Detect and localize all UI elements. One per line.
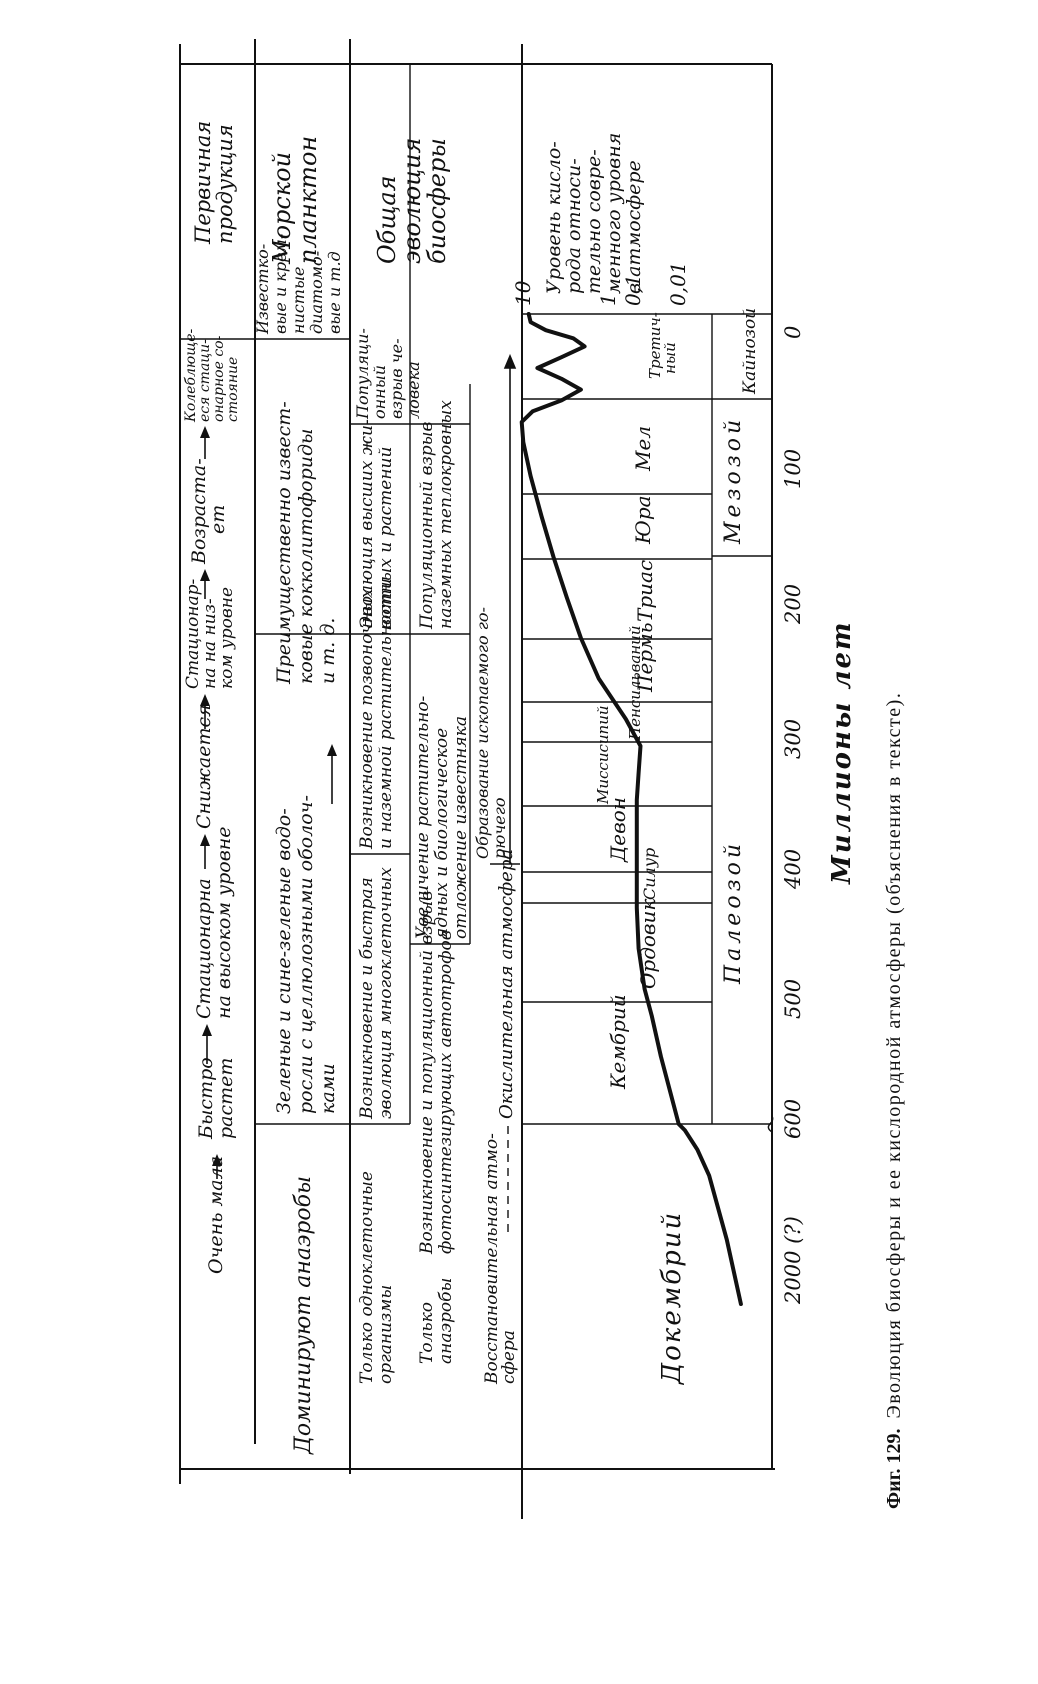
period-triassic: Триас (633, 560, 657, 622)
stage-very-small: Очень мала (205, 1156, 227, 1274)
period-mississippian: Миссисипий (594, 705, 612, 805)
period-ordovician: Ордовик (636, 899, 660, 989)
brace-600 (767, 1115, 774, 1133)
bio-photosynthesis: Возникновение и популяционный взрывфотос… (417, 891, 456, 1255)
biosphere-title: Общаяэволюциябиосферы (373, 138, 451, 264)
biosphere-row: Только одноклеточныеорганизмы Возникнове… (353, 328, 519, 1385)
rotated-diagram: Первичнаяпродукция Морскойпланктон Общая… (179, 39, 905, 1519)
period-labels: Кембрий Ордовик Силур Девон Миссисипий П… (594, 312, 679, 1090)
plankton-dividers (180, 338, 350, 1125)
tick-400: 400 (781, 849, 805, 890)
plankton-coccoliths: Преимущественно извест-ковые кокколитофо… (273, 401, 339, 685)
bio-unicellular: Только одноклеточныеорганизмы (357, 1171, 396, 1384)
era-mesozoic: Мезозой (721, 416, 746, 545)
stage-increases: Возраста-ет (188, 458, 229, 565)
period-cretaceous: Мел (631, 426, 655, 472)
stage-stationary-high: Стационарнана высоком уровне (193, 826, 235, 1019)
era-precambrian: Докембрий (657, 1211, 687, 1385)
era-labels: Докембрий Палеозой Мезозой Кайнозой (657, 308, 760, 1385)
tick-200: 200 (781, 584, 805, 625)
bio-multicellular: Возникновение и быстраяэволюция многокле… (357, 867, 396, 1120)
period-cambrian: Кембрий (606, 994, 630, 1090)
arrow-6 (200, 426, 210, 438)
plankton-anaerobes: Доминируют анаэробы (291, 1176, 316, 1455)
plankton-row: Доминируют анаэробы Зеленые и сине-зелен… (253, 234, 344, 1455)
biosphere-dividers (350, 64, 471, 1125)
bio-reducing: Восстановительная атмо-сфера (482, 1133, 519, 1385)
primary-production-title: Первичнаяпродукция (191, 121, 237, 245)
o2-tick-01: 0,1 (621, 274, 645, 306)
bio-vertebrates-land: Возникновение позвоночныхи наземной раст… (357, 578, 396, 850)
period-devonian: Девон (606, 797, 630, 863)
period-permian: Пермь (633, 622, 657, 693)
period-dividers (522, 313, 772, 1125)
stage-fluctuating: Колеблюще-еся стаци-онарное со-стояние (183, 328, 241, 423)
figure-caption: Фиг. 129.Эволюция биосферы и ее кислород… (883, 692, 905, 1509)
arrow-1 (212, 1154, 222, 1166)
tick-2000: 2000 (?) (781, 1216, 805, 1305)
oxidizing-arrow (490, 353, 520, 865)
tick-300: 300 (781, 719, 805, 759)
bio-human-explosion: Популяци-онныйвзрыв че-ловека (353, 328, 423, 420)
o2-tick-10: 10 (511, 280, 535, 306)
stage-stationary-low: Стационар-на на низ-ком уровне (183, 578, 237, 689)
arrow-3 (200, 834, 210, 846)
row-titles: Первичнаяпродукция Морскойпланктон Общая… (191, 121, 645, 294)
plankton-arrow (327, 744, 337, 756)
production-row: Очень мала Быстрорастет Стационарнана вы… (183, 328, 241, 1274)
arrow-5 (200, 569, 210, 581)
tick-500: 500 (781, 979, 805, 1019)
bio-fossil-fuel: Образование ископаемого го-рючего (473, 607, 509, 859)
plankton-greens: Зеленые и сине-зеленые водо-росли с целл… (273, 795, 339, 1114)
x-axis-ticks: 2000 (?) 600 500 400 300 200 100 0 (781, 326, 805, 1305)
stage-grows: Быстрорастет (195, 1057, 237, 1140)
o2-tick-001: 0,01 (666, 261, 690, 306)
frame-lines (179, 39, 775, 1519)
arrow-2 (202, 1024, 212, 1036)
bio-anaerobes-only: Толькоанаэробы (417, 1278, 456, 1364)
x-axis-title: Миллионы лет (827, 620, 857, 885)
bio-higher-animals: Эволюция высших жи-вотных и растений (357, 419, 396, 629)
plankton-title: Морскойпланктон (268, 136, 322, 265)
bio-plant-increase: Увеличение растительно-ядных и биологиче… (413, 695, 471, 939)
period-tertiary: Третич-ный (646, 312, 679, 379)
oxygen-title: Уровень кисло-рода относи-тельно совре-м… (543, 133, 645, 294)
period-jurassic: Юра (631, 495, 655, 545)
period-silurian: Силур (640, 848, 659, 900)
period-pennsylvanian: Пенсильваний (626, 626, 644, 742)
era-cenozoic: Кайнозой (740, 308, 760, 395)
o2-tick-1: 1 (596, 293, 620, 306)
plankton-diatoms: Известко-вые и крем-нистыедиатомо-вые и … (253, 234, 344, 335)
bio-oxidizing: Окислительная атмосфера (496, 849, 517, 1119)
arrow-4 (200, 694, 210, 706)
tick-100: 100 (781, 449, 805, 489)
stage-decreases: Снижается (193, 704, 215, 829)
tick-0: 0 (781, 326, 805, 339)
bio-land-explosion: Популяционный взрывназемных теплокровных (417, 400, 456, 630)
oxidizing-arrowhead (503, 353, 517, 369)
era-paleozoic: Палеозой (721, 840, 746, 985)
oxygen-curve-group (519, 312, 743, 1306)
y-axis-ticks: 10 1 0,1 0,01 (511, 261, 690, 306)
tick-600: 600 (781, 1099, 805, 1139)
oxygen-curve (519, 312, 743, 1306)
